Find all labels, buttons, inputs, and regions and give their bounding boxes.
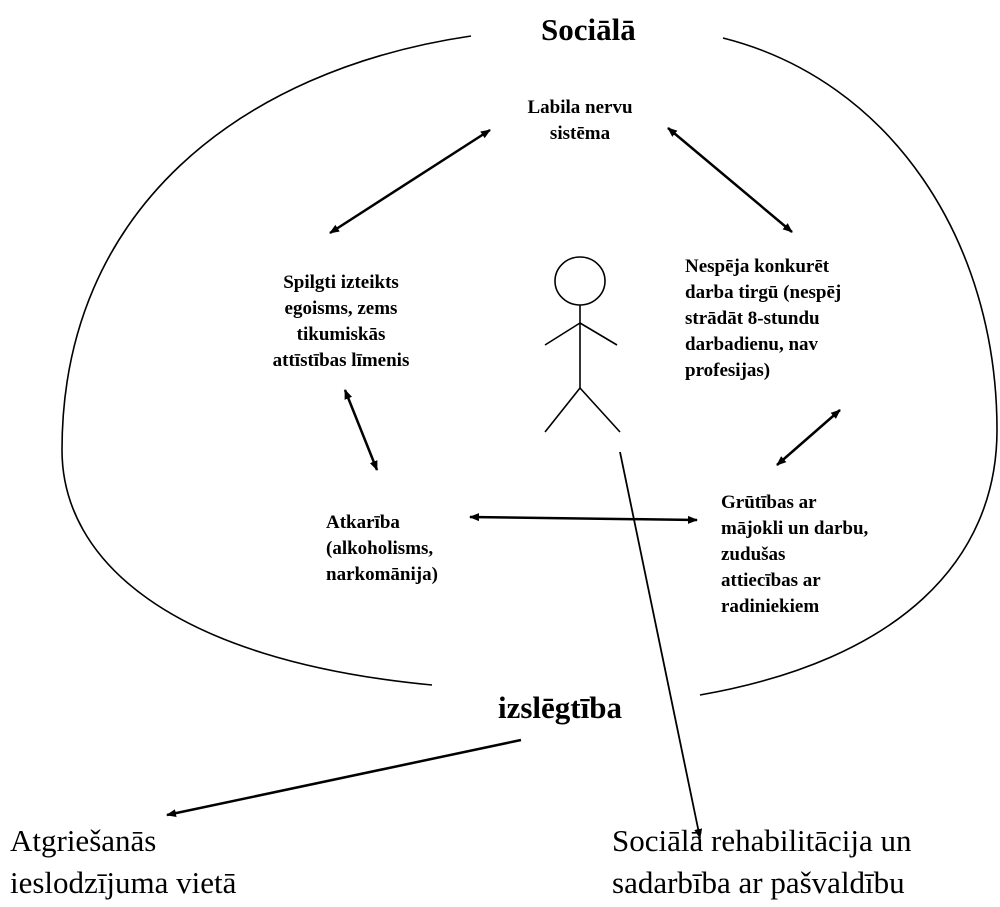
node-line: strādāt 8-stundu xyxy=(685,308,820,329)
ellipse-arc-right xyxy=(699,37,998,696)
node-line: profesijas) xyxy=(685,360,771,381)
node-housing: Grūtības ar mājokli un darbu, zudušas at… xyxy=(721,490,868,620)
arrow-egoism-addiction xyxy=(343,389,379,471)
title-bottom: izslēgtība xyxy=(498,690,622,725)
node-line: tikumiskās xyxy=(296,324,386,345)
node-line: Atkarība xyxy=(326,512,400,533)
node-egoism: Spilgti izteikts egoisms, zems tikumiskā… xyxy=(236,270,446,374)
outcome-line: ieslodzījuma vietā xyxy=(10,865,237,900)
arrow-exclusion-prison xyxy=(166,738,522,818)
ellipse-arc-left xyxy=(61,35,472,686)
node-line: zudušas xyxy=(721,544,786,565)
node-line: Grūtības ar xyxy=(721,492,817,513)
node-line: egoisms, zems xyxy=(284,298,398,319)
node-line: Spilgti izteikts xyxy=(283,272,399,293)
node-line: narkomānija) xyxy=(326,564,438,585)
node-labour-market: Nespēja konkurēt darba tirgū (nespēj str… xyxy=(685,254,841,384)
node-line: mājokli un darbu, xyxy=(721,518,869,539)
outcome-rehabilitation: Sociālā rehabilitācija un sadarbība ar p… xyxy=(612,820,912,904)
title-top: Sociālā xyxy=(541,12,636,47)
node-line: (alkoholisms, xyxy=(326,538,434,559)
person-icon xyxy=(544,256,621,433)
node-line: Nespēja konkurēt xyxy=(685,256,830,277)
node-addiction: Atkarība (alkoholisms, narkomānija) xyxy=(326,510,438,588)
outcome-line: Atgriešanās xyxy=(10,823,157,858)
node-line: darbadienu, nav xyxy=(685,334,819,355)
arrow-nervous-labour xyxy=(667,127,793,233)
node-line: radiniekiem xyxy=(721,596,820,617)
node-line: Labila nervu xyxy=(527,97,633,118)
outcome-line: sadarbība ar pašvaldību xyxy=(612,865,905,900)
arrow-person-rehabilitation xyxy=(619,451,703,839)
arrow-addiction-housing xyxy=(469,513,698,524)
outcome-return-prison: Atgriešanās ieslodzījuma vietā xyxy=(10,820,236,904)
node-line: attīstības līmenis xyxy=(272,350,410,371)
node-nervous-system: Labila nervu sistēma xyxy=(490,95,670,147)
node-line: attiecības ar xyxy=(721,570,821,591)
outcome-line: Sociālā rehabilitācija un xyxy=(612,823,912,858)
arrow-labour-housing xyxy=(776,409,841,466)
node-line: sistēma xyxy=(549,123,611,144)
node-line: darba tirgū (nespēj xyxy=(685,282,842,303)
arrow-nervous-egoism xyxy=(329,128,491,235)
